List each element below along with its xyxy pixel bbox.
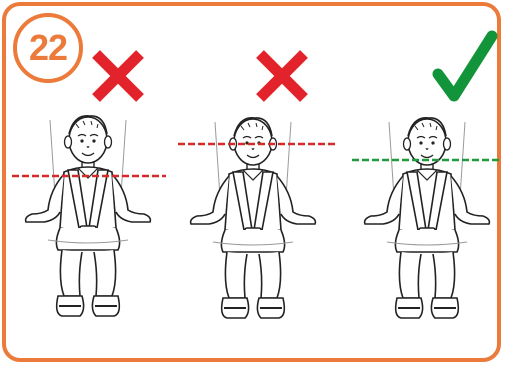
red-x-icon: [96, 54, 140, 98]
child-figure-correct: [365, 118, 490, 318]
child-figure-too-low: [26, 116, 151, 316]
red-x-icon: [260, 54, 304, 98]
green-check-icon: [438, 36, 492, 96]
child-figure-too-high: [191, 118, 316, 318]
